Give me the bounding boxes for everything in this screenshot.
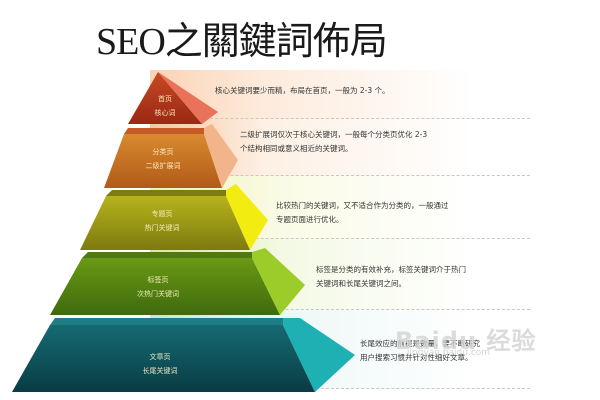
- description-line: 用户搜索习惯并针对性细好文章。: [360, 353, 473, 362]
- description-line: 二级扩展词仅次于核心关键词，一般每个分类页优化 2-3: [240, 130, 428, 139]
- description-line: 专题页面进行优化。: [276, 215, 344, 224]
- tier-4-shape: [50, 248, 305, 315]
- description-line: 长尾效应的前提是数量，要不断研究: [360, 339, 480, 348]
- description-line: 核心关键词要少而精，布局在首页，一般为 2-3 个。: [215, 86, 390, 95]
- watermark-url: jingyan.baidu.com: [407, 348, 491, 358]
- tier-5-description: 长尾效应的前提是数量，要不断研究 用户搜索习惯并针对性细好文章。: [360, 337, 480, 365]
- tier-2-shape: [104, 124, 238, 188]
- watermark: Baidu 经验 jingyan.baidu.com: [395, 327, 537, 359]
- tier-5-keyword: 长尾关键词: [142, 367, 178, 375]
- tier-2-page: 分类页: [152, 148, 174, 156]
- tier-1-description: 核心关键词要少而精，布局在首页，一般为 2-3 个。: [215, 84, 390, 98]
- tier-2-label: 分类页 二级扩展词: [123, 145, 203, 173]
- tier-3-keyword: 热门关键词: [144, 224, 180, 232]
- tier-4-label: 标签页 次热门关键词: [118, 273, 198, 301]
- tier-3-shape: [80, 184, 268, 250]
- page-title: SEO之關鍵詞佈局: [96, 21, 388, 63]
- description-line: 个结构相同或意义相近的关键词。: [240, 144, 353, 153]
- tier-2-description: 二级扩展词仅次于核心关键词，一般每个分类页优化 2-3 个结构相同或意义相近的关…: [240, 128, 427, 156]
- tier-4-description: 标签是分类的有效补充，标签关键词介于热门 关键词和长尾关键词之间。: [316, 263, 466, 291]
- tier-2-keyword: 二级扩展词: [145, 162, 181, 170]
- tier-3-label: 专题页 热门关键词: [122, 207, 202, 235]
- tier-4-page: 标签页: [147, 276, 169, 284]
- description-line: 标签是分类的有效补充，标签关键词介于热门: [316, 265, 466, 274]
- tier-1-keyword: 核心词: [154, 109, 176, 117]
- description-line: 比较热门的关键词，又不适合作为分类的，一般通过: [276, 201, 449, 210]
- watermark-brand: Baidu 经验: [395, 327, 537, 355]
- tier-1-label: 首页 核心词: [125, 92, 205, 120]
- description-line: 关键词和长尾关键词之间。: [316, 279, 406, 288]
- tier-1-page: 首页: [158, 95, 172, 103]
- tier-3-description: 比较热门的关键词，又不适合作为分类的，一般通过 专题页面进行优化。: [276, 199, 449, 227]
- tier-1-shape: [128, 72, 218, 124]
- tier-5-page: 文章页: [149, 353, 171, 361]
- tier-3-page: 专题页: [151, 210, 173, 218]
- tier-5-shape: [12, 318, 355, 392]
- tier-5-label: 文章页 长尾关键词: [120, 350, 200, 378]
- tier-4-keyword: 次热门关键词: [137, 290, 179, 298]
